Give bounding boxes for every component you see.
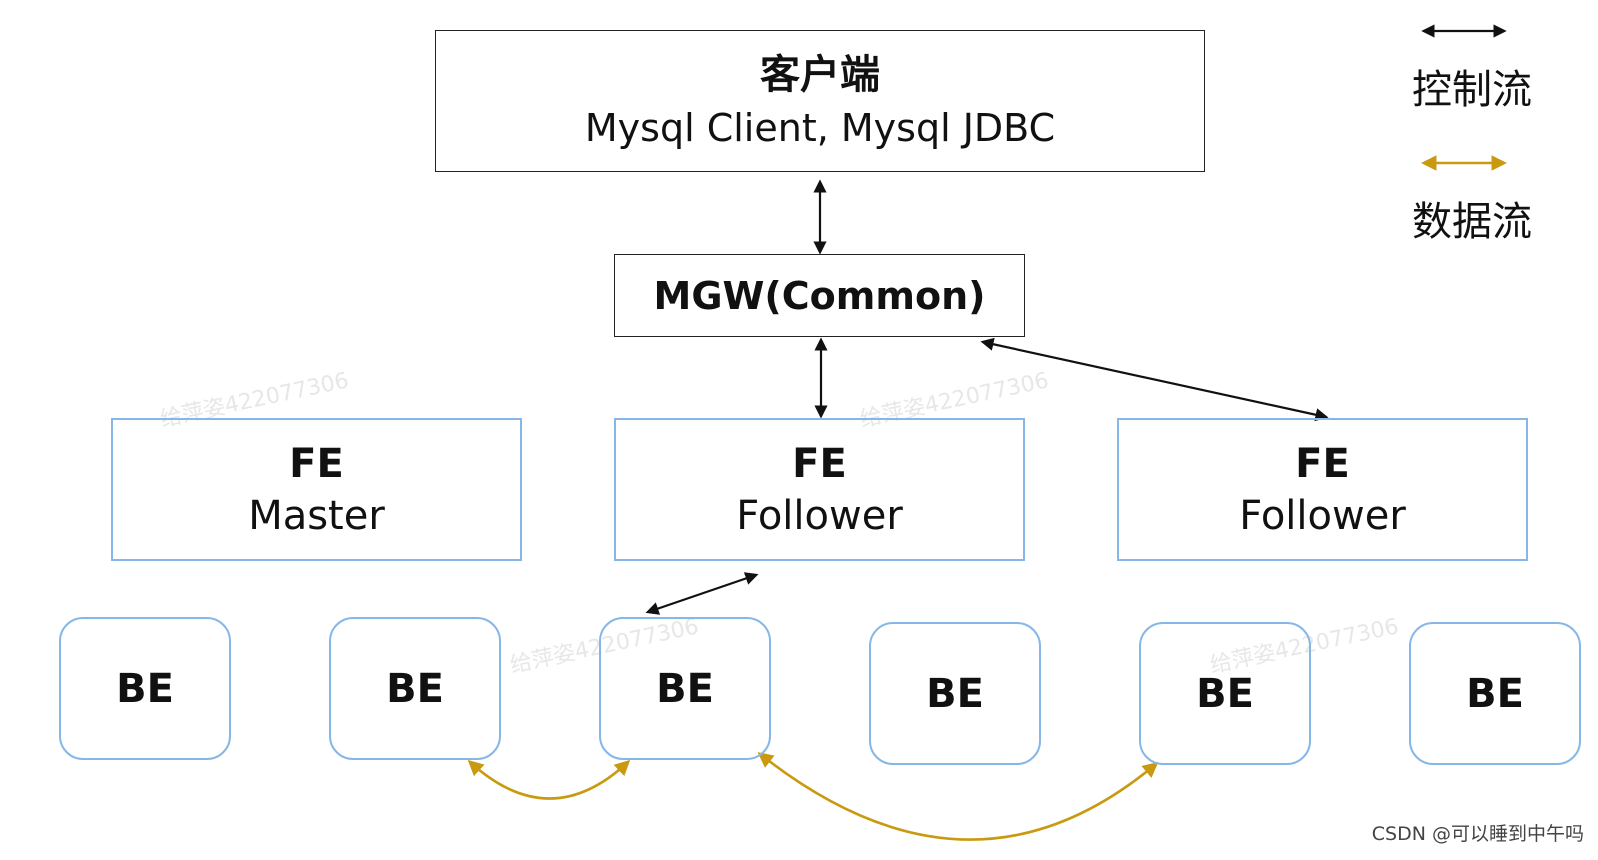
- client-title: 客户端: [760, 52, 880, 98]
- be-be-data-arrow-short: [467, 759, 631, 800]
- mgw-label: MGW(Common): [653, 273, 986, 318]
- fe-title: FE: [1295, 440, 1350, 487]
- mgw-box: MGW(Common): [614, 254, 1025, 337]
- fe-follower-box: FE Follower: [1117, 418, 1528, 561]
- fe-title: FE: [289, 440, 344, 487]
- fe-follower-box: FE Follower: [614, 418, 1025, 561]
- client-subtitle: Mysql Client, Mysql JDBC: [584, 106, 1056, 150]
- be-box: BE: [869, 622, 1041, 765]
- client-box: 客户端 Mysql Client, Mysql JDBC: [435, 30, 1205, 172]
- be-box: BE: [1139, 622, 1311, 765]
- be-be-data-arrow-long: [757, 752, 1159, 841]
- be-box: BE: [599, 617, 771, 760]
- be-box: BE: [1409, 622, 1581, 765]
- fe-master-box: FE Master: [111, 418, 522, 561]
- fe-title: FE: [792, 440, 847, 487]
- be-label: BE: [656, 665, 714, 712]
- be-label: BE: [386, 665, 444, 712]
- fe-role: Follower: [736, 492, 903, 539]
- be-box: BE: [59, 617, 231, 760]
- fe-role: Follower: [1239, 492, 1406, 539]
- fe-role: Master: [248, 492, 385, 539]
- legend-data-flow-label: 数据流: [1412, 199, 1532, 245]
- be-label: BE: [926, 670, 984, 717]
- be-label: BE: [1196, 670, 1254, 717]
- fe-be-arrow: [645, 572, 759, 615]
- be-label: BE: [1466, 670, 1524, 717]
- be-label: BE: [116, 665, 174, 712]
- csdn-watermark: CSDN @可以睡到中午吗: [1371, 823, 1584, 845]
- legend-control-flow-label: 控制流: [1412, 67, 1532, 113]
- be-box: BE: [329, 617, 501, 760]
